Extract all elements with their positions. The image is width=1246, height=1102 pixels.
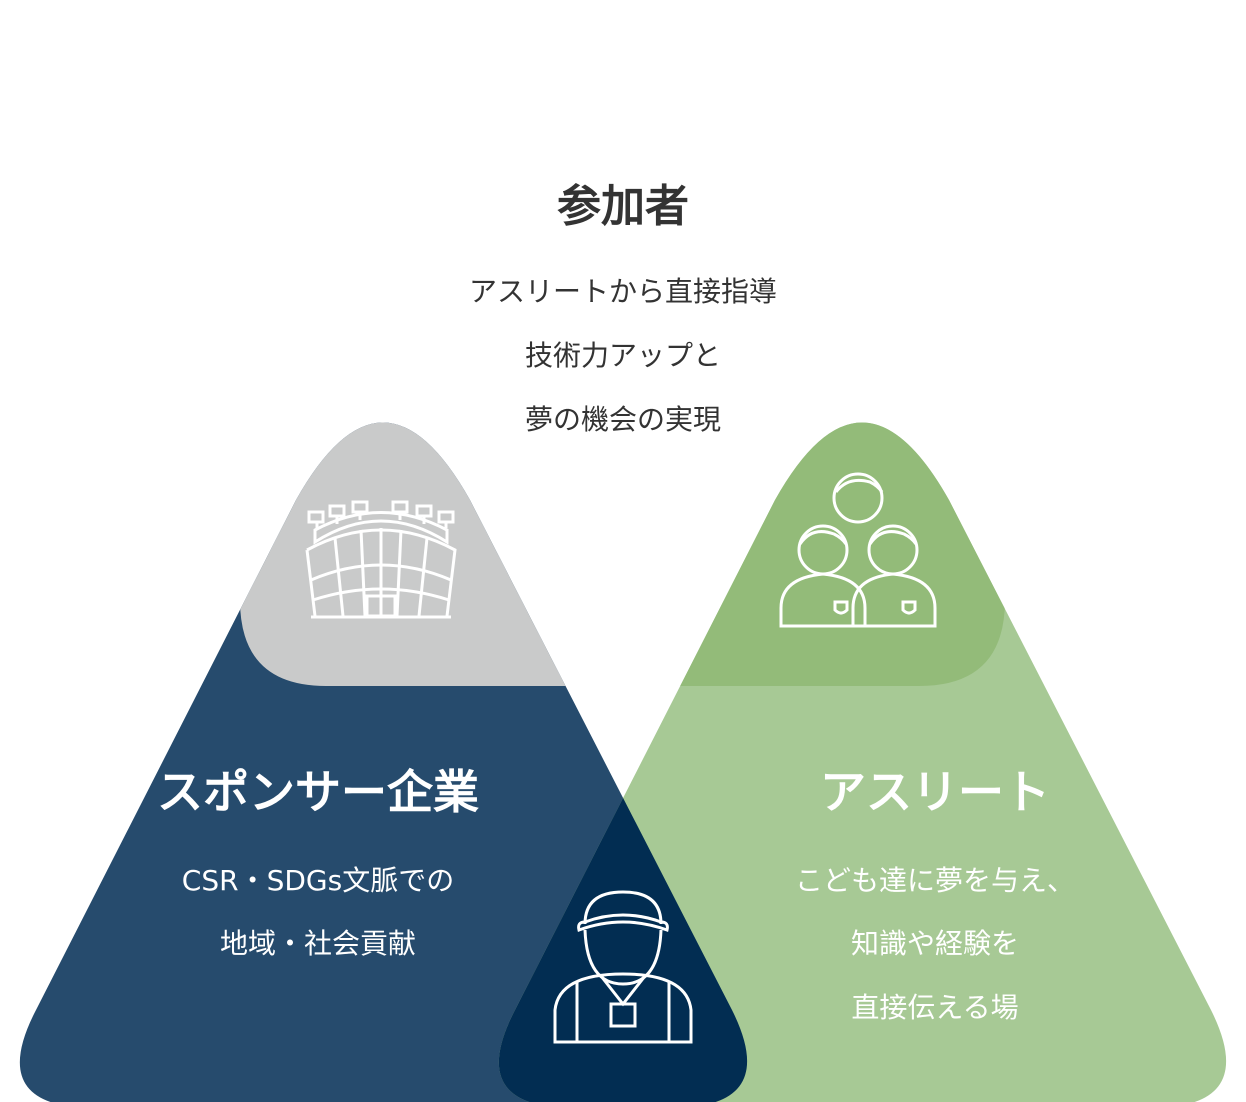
- coach-icon: [553, 890, 693, 1044]
- athlete-line: こども達に夢を与え、: [794, 864, 1075, 897]
- stadium-icon: [305, 500, 457, 619]
- participants-line: 技術力アップと: [524, 339, 721, 372]
- athlete-line: 直接伝える場: [851, 991, 1019, 1024]
- overlap-region: [499, 422, 748, 1102]
- participants-line: アスリートから直接指導: [468, 275, 777, 308]
- participants-line: 夢の機会の実現: [524, 403, 721, 436]
- athlete-line: 知識や経験を: [850, 927, 1019, 960]
- sponsor-line: 地域・社会貢献: [219, 927, 416, 960]
- sponsor-title: スポンサー企業: [157, 765, 479, 819]
- athlete-title: アスリート: [820, 765, 1050, 819]
- people-group-icon: [779, 472, 937, 628]
- sponsor-line: CSR・SDGs文脈での: [181, 864, 455, 897]
- participants-title: 参加者: [557, 181, 689, 232]
